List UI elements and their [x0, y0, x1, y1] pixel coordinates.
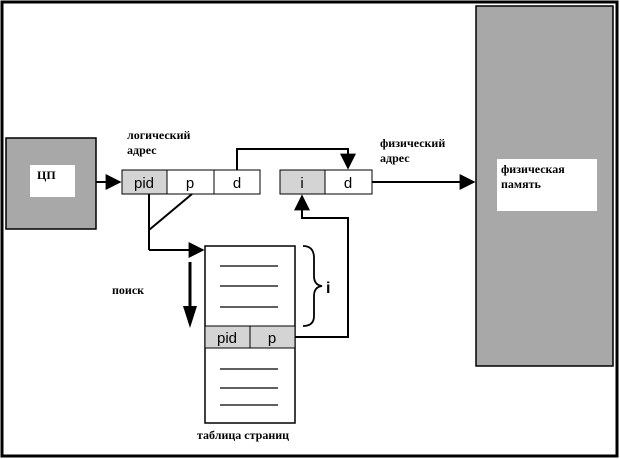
logical-address-label-line1: логический	[127, 128, 190, 142]
table-entry-pid-text: pid	[217, 330, 237, 347]
physical-i-text: i	[300, 175, 303, 192]
logical-pid-text: pid	[134, 175, 154, 192]
physical-d-cell	[324, 169, 373, 195]
offset-d-arrow	[236, 148, 356, 170]
logical-pid-cell	[121, 169, 168, 195]
physical-memory-label-line1: физическая	[501, 162, 565, 176]
logical-p-text: p	[186, 175, 194, 192]
page-table: pid p	[204, 245, 296, 424]
index-brace	[302, 245, 323, 327]
cpu-label-box	[30, 165, 75, 197]
index-brace-label: i	[326, 280, 330, 297]
table-entry-p-text: p	[268, 330, 276, 347]
logical-address: pid p d	[121, 169, 261, 195]
physical-d-text: d	[344, 175, 352, 192]
physical-memory-label-box	[497, 159, 597, 211]
physical-address-label-line2: адрес	[380, 151, 410, 165]
logical-d-cell	[213, 169, 261, 195]
physical-address-label-line1: физический	[380, 136, 445, 150]
physical-address: i d	[279, 169, 373, 195]
physical-memory-label-line2: память	[501, 177, 541, 191]
page-table-label: таблица страниц	[197, 428, 289, 442]
search-direction-arrowhead	[183, 306, 197, 328]
logical-address-label-line2: адрес	[127, 143, 157, 157]
entry-index-arrow	[294, 194, 349, 338]
logical-d-text: d	[233, 175, 241, 192]
search-label: поиск	[112, 283, 144, 297]
search-line-p	[148, 193, 193, 231]
cpu-label: ЦП	[37, 168, 56, 182]
